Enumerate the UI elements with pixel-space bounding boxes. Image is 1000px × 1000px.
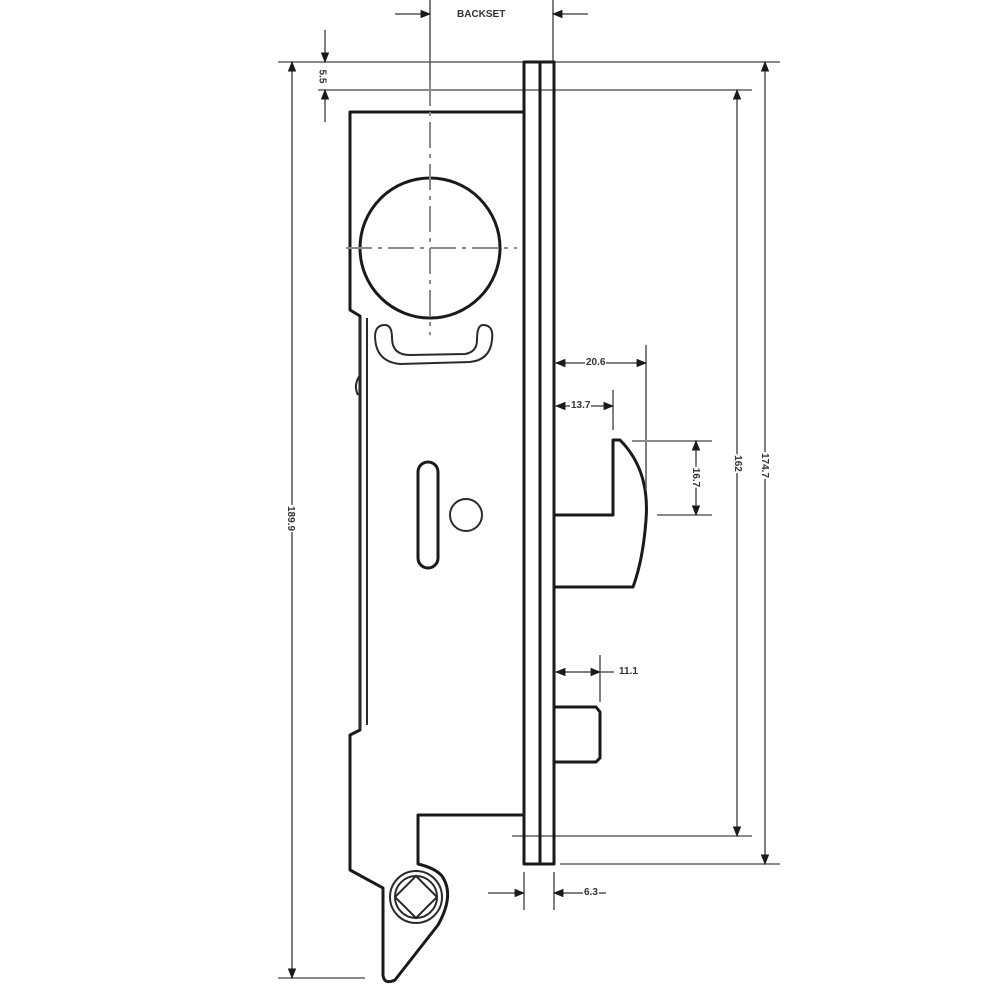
keyhole-slot — [416, 460, 440, 570]
dimension-faceplate-thickness-label: 6.3 — [583, 887, 599, 898]
dimension-lines — [287, 9, 770, 980]
dimension-backset-label: BACKSET — [456, 9, 507, 20]
spindle-hub — [346, 80, 517, 335]
lock-case — [348, 110, 524, 984]
extension-lines — [278, 0, 780, 979]
dimension-deadbolt-label: 11.1 — [618, 666, 639, 677]
dimension-faceplate-inner-label: 162 — [731, 454, 743, 473]
screw-hole — [449, 498, 483, 532]
dimension-latch-outer-label: 20.6 — [585, 357, 607, 368]
cylinder-cam — [389, 870, 443, 924]
handle-slot — [374, 323, 494, 366]
dimension-latch-inner-label: 13.7 — [570, 400, 592, 411]
dimension-faceplate-outer-label: 174.7 — [759, 451, 771, 480]
deadbolt — [554, 705, 602, 764]
dimension-top-offset-label: 5.5 — [316, 68, 328, 85]
latch-bolt — [554, 438, 648, 589]
dimension-overall-height-label: 189.9 — [285, 504, 297, 533]
faceplate — [522, 60, 556, 866]
dimension-latch-height-label: 16.7 — [690, 466, 702, 489]
